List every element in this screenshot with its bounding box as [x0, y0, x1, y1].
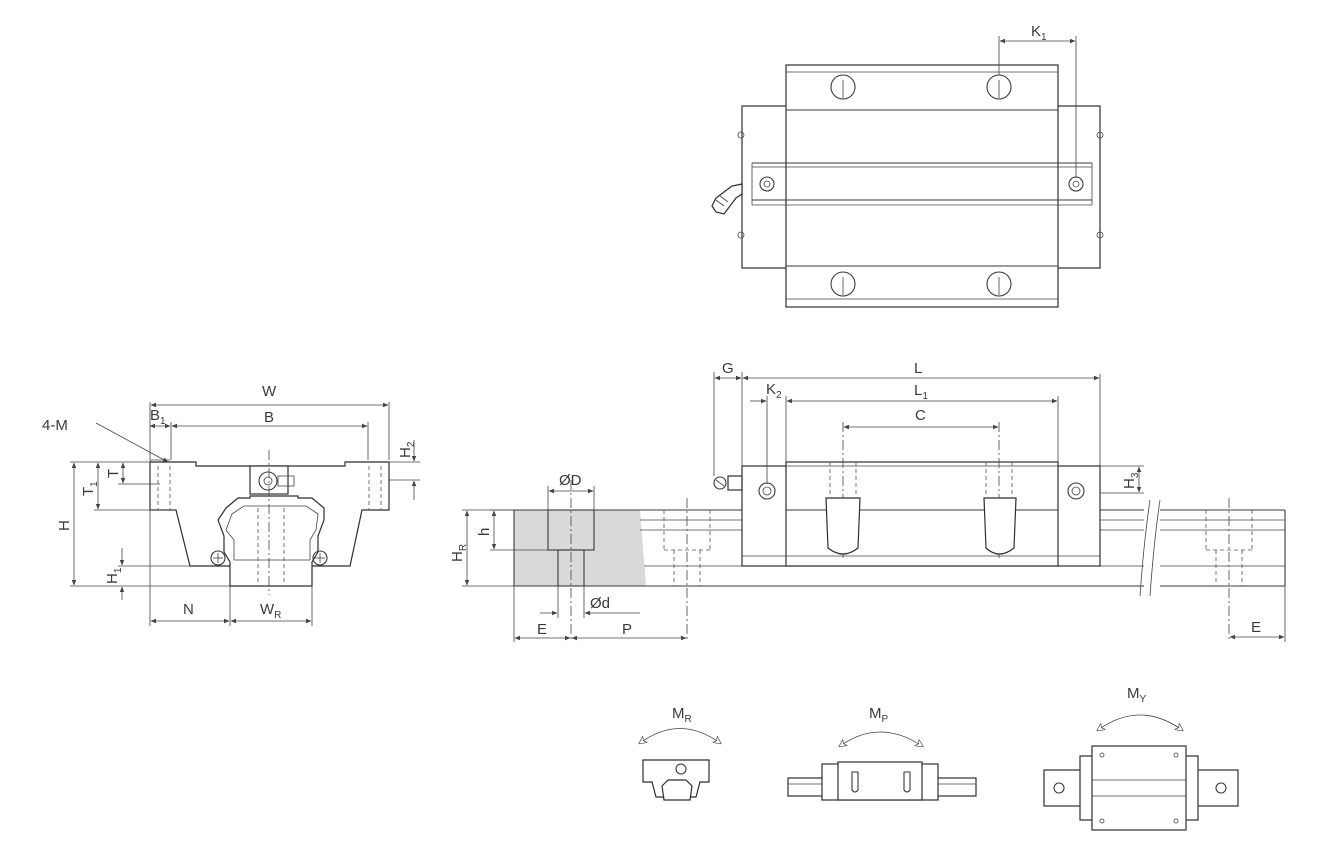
moment-roll-icon	[640, 728, 720, 801]
label-phi-D: ØD	[559, 472, 582, 489]
label-C: C	[915, 407, 926, 424]
label-N: N	[183, 601, 194, 618]
label-HR: HR	[449, 544, 469, 562]
label-P: P	[622, 621, 632, 638]
label-4-M: 4-M	[42, 417, 68, 434]
moment-yaw-icon	[1043, 714, 1239, 831]
label-MR: MR	[672, 705, 692, 725]
label-B1: B1	[150, 407, 166, 427]
grease-nipple-side-icon	[713, 475, 743, 491]
label-WR: WR	[260, 601, 281, 621]
dimension-labels: K1 W B B1 4-M H2 T T1 H H1 N WR G L K2 L…	[42, 23, 1261, 725]
end-view	[70, 402, 420, 626]
label-E-left: E	[537, 621, 547, 638]
moment-pitch-icon	[787, 731, 977, 801]
label-H3: H3	[1121, 472, 1141, 489]
label-K1: K1	[1031, 23, 1047, 43]
label-E-right: E	[1251, 619, 1261, 636]
label-H2: H2	[397, 441, 417, 458]
grease-nipple-icon	[711, 183, 743, 215]
label-h: h	[476, 528, 493, 536]
label-MP: MP	[869, 705, 889, 725]
label-H1: H1	[104, 567, 124, 584]
label-T: T	[105, 469, 122, 478]
label-L1: L1	[914, 382, 928, 402]
label-MY: MY	[1127, 685, 1147, 705]
top-view	[711, 36, 1104, 308]
label-K2: K2	[766, 381, 782, 401]
label-T1: T1	[80, 481, 100, 496]
label-H: H	[56, 520, 73, 531]
label-W: W	[262, 383, 277, 400]
side-view	[462, 372, 1286, 642]
label-G: G	[722, 360, 734, 377]
label-L: L	[914, 360, 922, 377]
label-B: B	[264, 409, 274, 426]
label-phi-d: Ød	[590, 595, 610, 612]
